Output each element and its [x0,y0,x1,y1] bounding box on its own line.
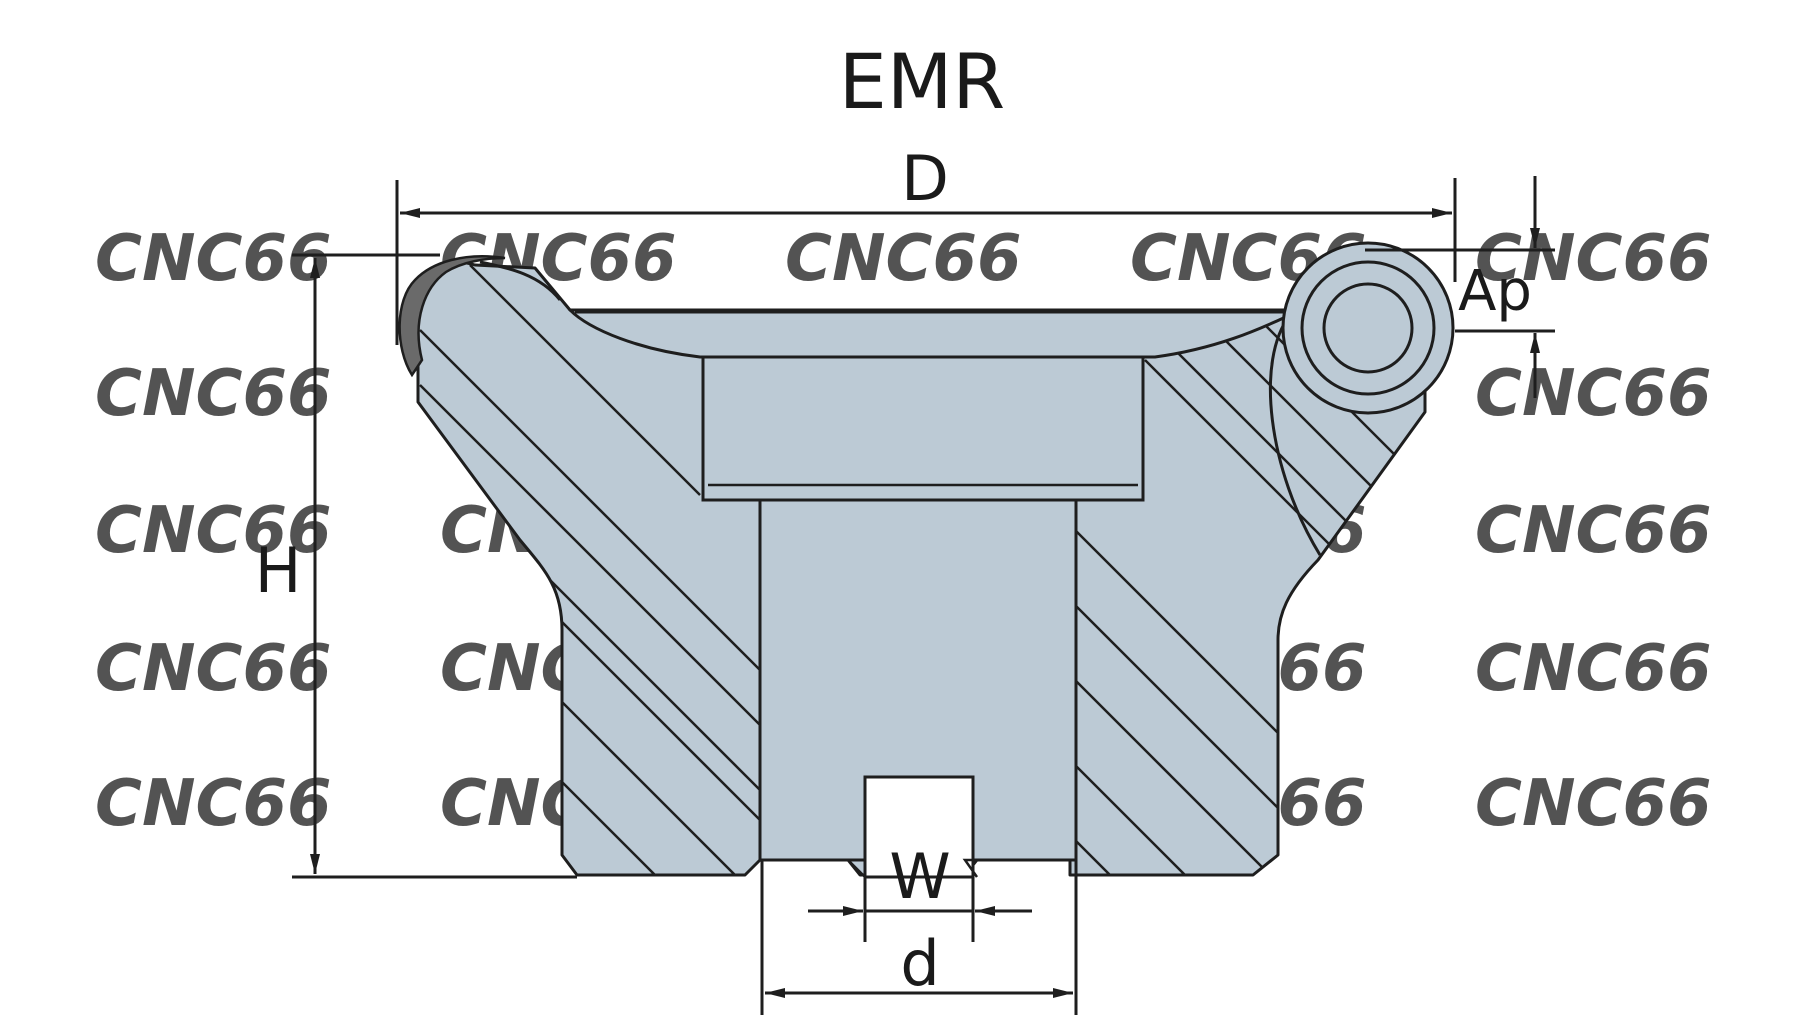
dimensions [292,176,1555,1015]
right-round-insert [1268,241,1455,556]
watermark-text: CNC66 [1475,767,1712,841]
watermark-text: CNC66 [95,767,332,841]
watermark-text: CNC66 [1475,357,1712,431]
hatch-line [1144,359,1361,576]
watermark-text: CNC66 [95,632,332,706]
watermark-text: CNC66 [95,494,332,568]
watermark-text: CNC66 [95,357,332,431]
watermark-text: CNC66 [1475,494,1712,568]
label-d-bore: d [900,927,939,1000]
insert-outer-ring [1281,241,1455,415]
hatch-line [1074,679,1271,875]
label-ap: Ap [1458,259,1532,324]
diagram-title: EMR [839,37,1005,126]
counterbore [701,355,1145,502]
watermark-text: CNC66 [785,222,1022,296]
left-chip-pocket [479,260,562,301]
watermark-text: CNC66 [1475,632,1712,706]
hatch-line [1074,764,1186,875]
hatch-line [1074,839,1111,875]
left-insert [398,255,506,378]
keyway-chamfers [760,858,1076,878]
keyway-slot [863,775,975,879]
hatch-line [469,264,701,496]
watermark-text: CNC66 [95,222,332,296]
hatch-line [539,599,761,821]
hatch-line [419,384,761,726]
watermark-text: CNC66 [1475,222,1712,296]
hatch-line [419,329,761,671]
hatch-line [539,679,736,875]
label-h: H [255,534,302,607]
insert-mid-ring [1300,260,1436,396]
label-w: W [889,840,950,913]
cutter-body [398,241,1455,879]
insert-inner-ring [1322,282,1414,374]
top-recess [568,308,1292,359]
label-d-outer: D [901,142,949,215]
right-insert-pocket [1268,314,1322,556]
